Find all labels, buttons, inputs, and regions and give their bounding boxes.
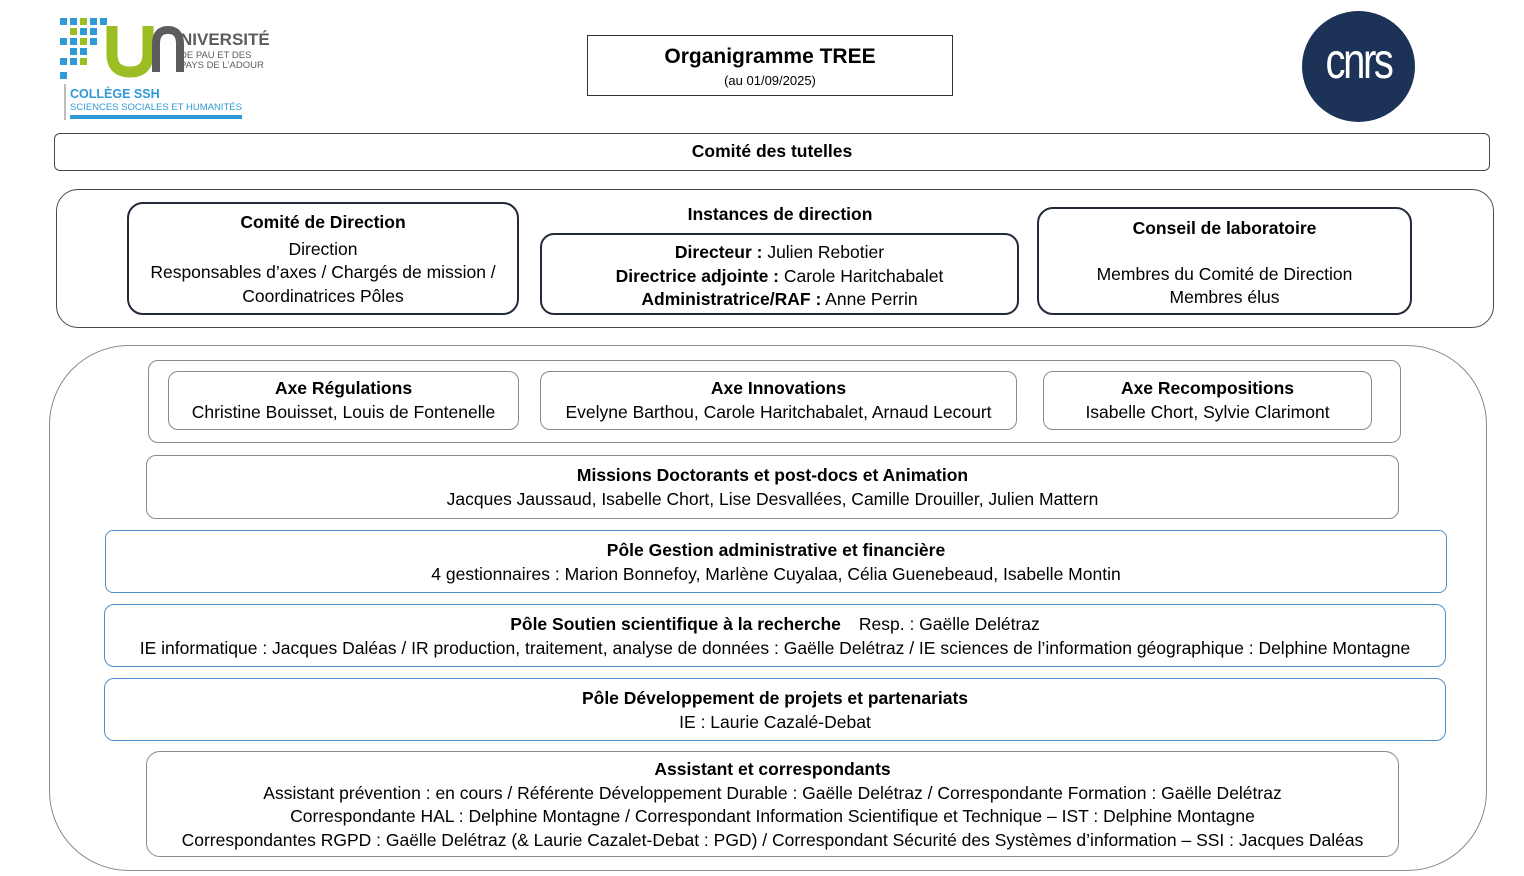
univ-name: NIVERSITÉ [180, 30, 270, 49]
conseil-title: Conseil de laboratoire [1132, 218, 1317, 238]
cnrs-logo-text: cnrs [1325, 33, 1394, 89]
adjointe-name: Carole Haritchabalet [779, 265, 944, 286]
axe-recompositions-members: Isabelle Chort, Sylvie Clarimont [1085, 401, 1330, 422]
college-name: COLLÈGE SSH [70, 87, 160, 101]
direction-row-raf: Administratrice/RAF : Anne Perrin [542, 288, 1017, 312]
pole-soutien-box: Pôle Soutien scientifique à la recherche… [104, 604, 1446, 667]
direction-box: Directeur : Julien Rebotier Directrice a… [540, 233, 1019, 315]
directeur-name: Julien Rebotier [762, 242, 885, 262]
pole-soutien-resp: Resp. : Gaëlle Delétraz [858, 614, 1040, 634]
college-underline [70, 115, 242, 119]
univ-u-icon [106, 25, 184, 78]
direction-row-directeur: Directeur : Julien Rebotier [542, 241, 1017, 265]
assistants-line1: Assistant prévention : en cours / Référe… [263, 782, 1282, 803]
pixel-mosaic-icon [60, 18, 107, 79]
axe-regulations-title: Axe Régulations [274, 378, 413, 398]
direction-row-adjointe: Directrice adjointe : Carole Haritchabal… [542, 265, 1017, 289]
page-title: Organigramme TREE [664, 45, 876, 68]
college-rule [64, 84, 66, 120]
assistants-line2: Correspondante HAL : Delphine Montagne /… [290, 806, 1255, 826]
pole-gestion-title: Pôle Gestion administrative et financièr… [606, 540, 946, 560]
conseil-laboratoire-box: Conseil de laboratoire Membres du Comité… [1037, 207, 1412, 315]
axe-innovations-members: Evelyne Barthou, Carole Haritchabalet, A… [565, 401, 992, 422]
pole-gestion-members: 4 gestionnaires : Marion Bonnefoy, Marlè… [431, 563, 1121, 584]
axe-recompositions-title: Axe Recompositions [1120, 378, 1295, 398]
page-date: (au 01/09/2025) [724, 73, 816, 88]
instances-label: Instances de direction [687, 204, 873, 224]
pole-developpement-title: Pôle Développement de projets et partena… [581, 688, 969, 708]
raf-name: Anne Perrin [821, 289, 918, 309]
conseil-line1: Membres du Comité de Direction [1096, 263, 1353, 284]
axe-regulations-members: Christine Bouisset, Louis de Fontenelle [191, 401, 496, 422]
directeur-label: Directeur : [674, 242, 763, 262]
axe-recompositions-box: Axe Recompositions Isabelle Chort, Sylvi… [1043, 371, 1372, 430]
missions-title: Missions Doctorants et post-docs et Anim… [576, 465, 969, 485]
axe-innovations-title: Axe Innovations [710, 378, 847, 398]
comite-tutelles-box: Comité des tutelles [54, 133, 1490, 171]
pole-gestion-box: Pôle Gestion administrative et financièr… [105, 530, 1447, 593]
pole-soutien-header: Pôle Soutien scientifique à la recherche… [105, 613, 1445, 637]
assistants-box: Assistant et correspondants Assistant pr… [146, 751, 1399, 857]
cnrs-logo: cnrs [1302, 11, 1415, 122]
university-logo: NIVERSITÉ DE PAU ET DES PAYS DE L'ADOUR … [56, 14, 270, 122]
college-subtitle: SCIENCES SOCIALES ET HUMANITÉS [70, 102, 242, 113]
pole-developpement-members: IE : Laurie Cazalé-Debat [679, 711, 871, 732]
comite-direction-box: Comité de Direction Direction Responsabl… [127, 202, 519, 315]
comite-direction-line1: Direction [288, 238, 358, 259]
assistants-line3: Correspondantes RGPD : Gaëlle Delétraz (… [181, 829, 1364, 850]
pole-developpement-box: Pôle Développement de projets et partena… [104, 678, 1446, 741]
comite-direction-title: Comité de Direction [240, 212, 406, 232]
pole-soutien-members: IE informatique : Jacques Daléas / IR pr… [139, 637, 1411, 658]
comite-direction-line2: Responsables d’axes / Chargés de mission… [150, 262, 496, 282]
assistants-title: Assistant et correspondants [654, 759, 891, 779]
conseil-line2: Membres élus [1169, 287, 1280, 307]
axe-innovations-box: Axe Innovations Evelyne Barthou, Carole … [540, 371, 1017, 430]
univ-sub-1: DE PAU ET DES [180, 50, 252, 61]
univ-sub-2: PAYS DE L'ADOUR [180, 60, 264, 71]
axe-regulations-box: Axe Régulations Christine Bouisset, Loui… [168, 371, 519, 430]
title-box: Organigramme TREE (au 01/09/2025) [587, 35, 953, 96]
comite-tutelles-label: Comité des tutelles [691, 141, 853, 161]
comite-direction-line3: Coordinatrices Pôles [242, 285, 404, 306]
missions-members: Jacques Jaussaud, Isabelle Chort, Lise D… [446, 488, 1099, 509]
raf-label: Administratrice/RAF : [641, 289, 822, 309]
missions-box: Missions Doctorants et post-docs et Anim… [146, 455, 1399, 519]
adjointe-label: Directrice adjointe : [615, 265, 779, 286]
pole-soutien-title: Pôle Soutien scientifique à la recherche [510, 614, 841, 634]
